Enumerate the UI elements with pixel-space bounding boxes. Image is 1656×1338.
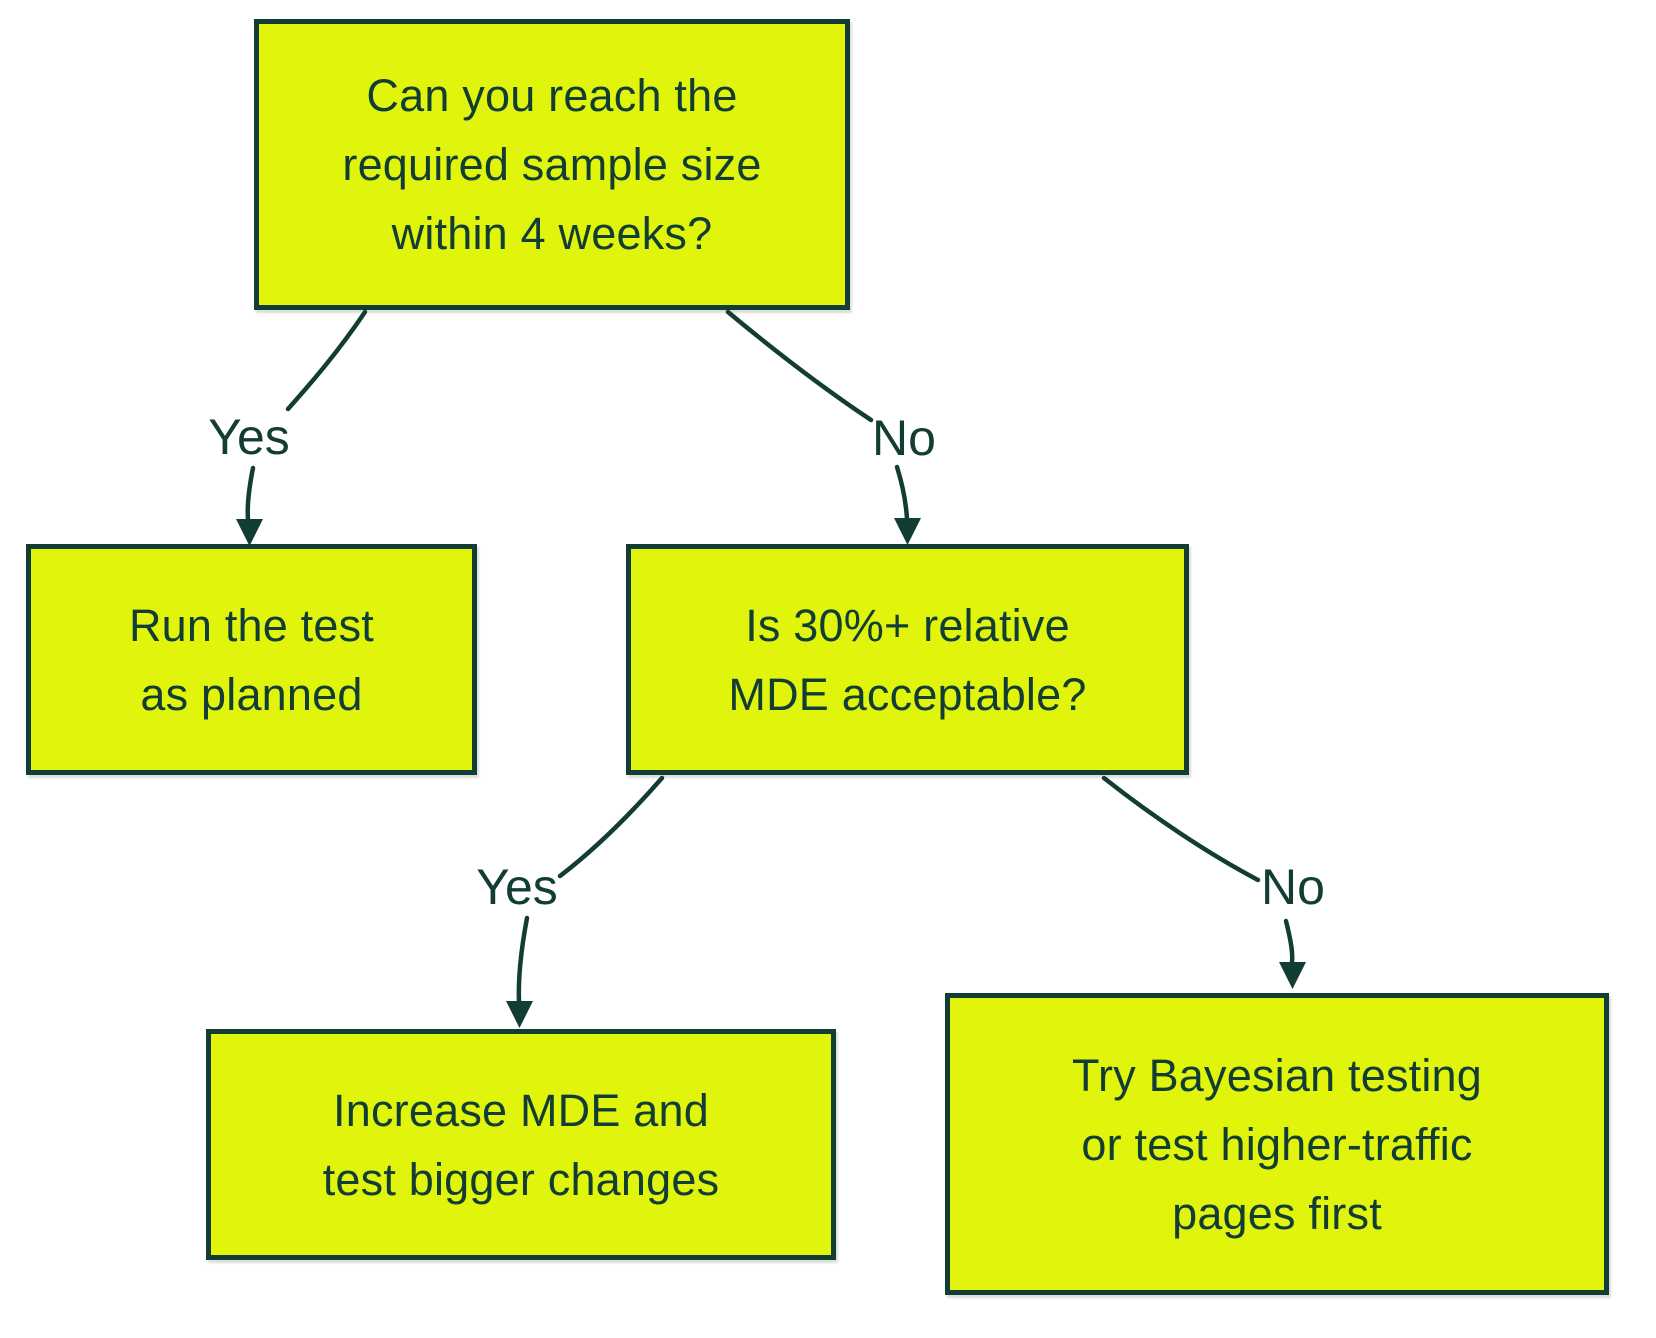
edge-mde-no-curve bbox=[1101, 775, 1261, 883]
node-text-line: or test higher-traffic bbox=[1081, 1118, 1473, 1170]
node-text-line: Increase MDE and bbox=[333, 1084, 709, 1136]
node-mde-question: Is 30%+ relative MDE acceptable? bbox=[626, 544, 1189, 775]
node-text-line: MDE acceptable? bbox=[728, 668, 1087, 720]
edge-root-no-curve bbox=[725, 309, 874, 423]
node-text-line: Is 30%+ relative bbox=[745, 599, 1070, 651]
edge-root-no-stem bbox=[894, 464, 910, 522]
node-text-line: pages first bbox=[1172, 1187, 1382, 1239]
node-sample-size-question: Can you reach the required sample size w… bbox=[254, 19, 850, 310]
edge-mde-no-stem bbox=[1283, 918, 1295, 966]
node-text-line: within 4 weeks? bbox=[391, 208, 713, 259]
node-run-test-as-planned: Run the test as planned bbox=[26, 544, 477, 775]
edge-label-root-no: No bbox=[872, 410, 936, 466]
arrowhead-down-icon bbox=[1279, 962, 1306, 989]
node-text-line: Run the test bbox=[128, 599, 375, 651]
node-text-line: Can you reach the bbox=[366, 70, 738, 121]
node-bayesian-testing: Try Bayesian testing or test higher-traf… bbox=[945, 993, 1609, 1295]
arrowhead-down-icon bbox=[236, 519, 263, 546]
edge-root-yes-curve bbox=[285, 309, 368, 412]
edge-mde-yes-stem bbox=[516, 915, 530, 1005]
edge-root-yes-stem bbox=[245, 465, 256, 523]
node-text-line: Try Bayesian testing bbox=[1071, 1049, 1482, 1101]
edge-label-mde-yes: Yes bbox=[476, 859, 558, 915]
node-text-line: required sample size bbox=[342, 139, 762, 190]
node-text-line: as planned bbox=[140, 668, 363, 720]
arrowhead-down-icon bbox=[506, 1001, 533, 1028]
edge-mde-yes-curve bbox=[557, 775, 665, 879]
arrowhead-down-icon bbox=[894, 518, 921, 545]
edge-label-mde-no: No bbox=[1261, 859, 1325, 915]
node-increase-mde: Increase MDE and test bigger changes bbox=[206, 1029, 836, 1260]
edge-label-root-yes: Yes bbox=[208, 409, 290, 465]
node-text-line: test bigger changes bbox=[322, 1153, 720, 1205]
